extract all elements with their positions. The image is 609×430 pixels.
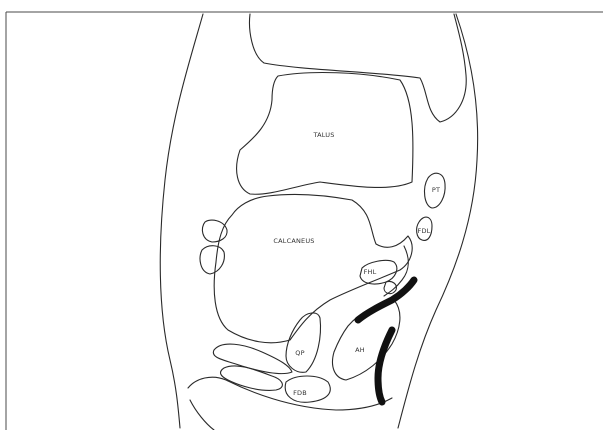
medial-bone-upper (202, 220, 227, 242)
fdb-muscle (285, 376, 330, 402)
flexor-retinaculum-marker-upper (358, 280, 414, 320)
label-talus: TALUS (312, 131, 334, 139)
medial-bone-lower (200, 246, 224, 274)
calcaneus-bone (214, 194, 412, 342)
label-fhl: FHL (364, 268, 377, 276)
label-pt: PT (432, 186, 440, 194)
label-fdb: FDB (293, 389, 307, 397)
heel-pad-outline (188, 377, 392, 430)
tibia-outline (250, 14, 467, 122)
label-calcaneus: CALCANEUS (273, 237, 314, 245)
lateral-band-2 (221, 366, 283, 391)
label-fdl: FDL (418, 227, 431, 235)
flexor-retinaculum-marker-lower (378, 330, 392, 402)
label-ah: AH (355, 346, 365, 354)
label-qp: QP (295, 349, 304, 357)
